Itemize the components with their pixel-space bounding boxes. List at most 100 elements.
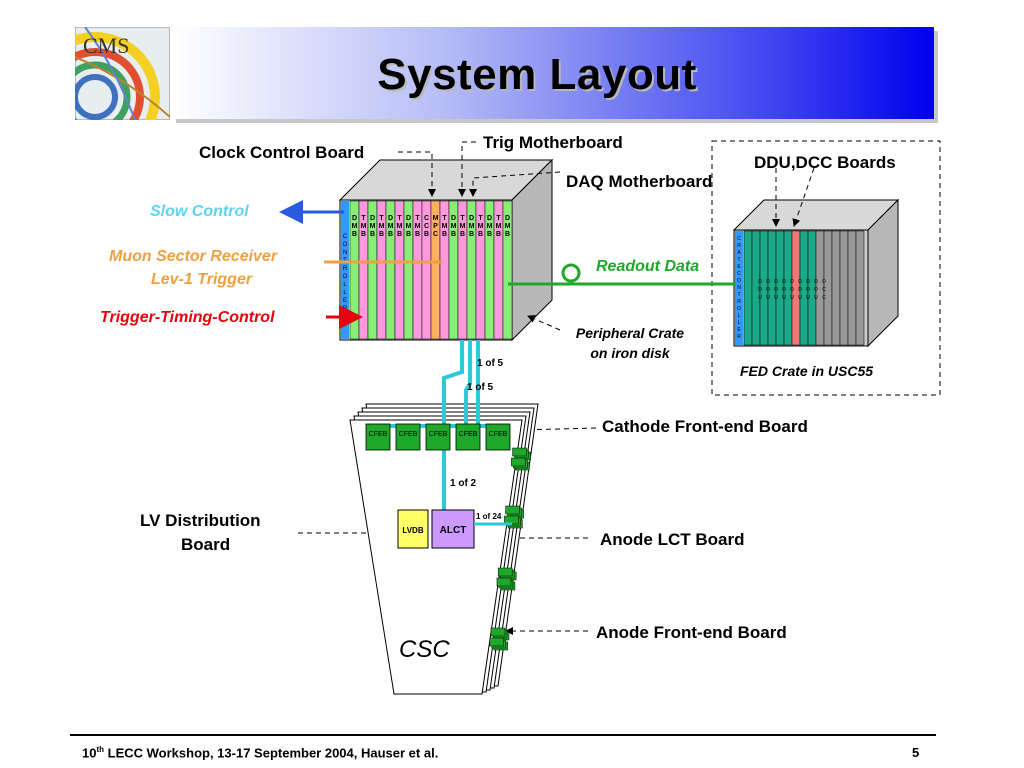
crate-slot-letter: B: [361, 231, 366, 238]
fed-controller-letter: E: [737, 327, 741, 333]
controller-letter: O: [343, 274, 348, 280]
crate-slot-letter: M: [379, 223, 385, 230]
crate-slot-letter: T: [442, 215, 447, 222]
crate-slot-letter: B: [451, 231, 456, 238]
crate-slot-letter: M: [370, 223, 376, 230]
crate-slot-letter: M: [442, 223, 448, 230]
crate-slot-letter: M: [469, 223, 475, 230]
fed-slot-letter: D: [758, 287, 762, 293]
crate-slot-letter: B: [352, 231, 357, 238]
crate-slot-letter: P: [433, 223, 438, 230]
cathode-frontend-label: Cathode Front-end Board: [602, 417, 808, 436]
cms-logo: CMS: [75, 27, 170, 120]
footer-divider: [70, 734, 936, 736]
afeb-group: [489, 447, 531, 651]
one-of-2-label: 1 of 2: [450, 478, 477, 489]
crate-slot-letter: M: [460, 223, 466, 230]
fed-slot-letter: D: [798, 287, 802, 293]
fed-controller-letter: R: [737, 334, 741, 340]
one-of-5-a-label: 1 of 5: [477, 358, 504, 369]
fed-slot-letter: D: [814, 279, 818, 285]
fed-slot-letter: D: [766, 287, 770, 293]
fed-controller-letter: O: [737, 306, 741, 312]
alct-board: [431, 509, 475, 549]
crate-slot-letter: M: [496, 223, 502, 230]
fed-crate-label: FED Crate in USC55: [740, 363, 874, 379]
cfeb-label: CFEB: [459, 431, 478, 438]
crate-slot-letter: B: [388, 231, 393, 238]
fed-slot-letter: C: [822, 295, 826, 301]
readout-connector-icon: [561, 263, 581, 283]
peripheral-crate: DMBTMBDMBTMBDMBTMBDMBTMBCCBMPCTMBDMBTMBD…: [338, 158, 554, 342]
crate-slot-letter: B: [424, 231, 429, 238]
ttc-label: Trigger-Timing-Control: [100, 309, 275, 326]
fed-slot: [847, 230, 857, 346]
crate-slot-letter: B: [478, 231, 483, 238]
crate-slot-letter: M: [406, 223, 412, 230]
crate-slot-letter: T: [397, 215, 402, 222]
daq-motherboard-label: DAQ Motherboard: [566, 172, 713, 191]
crate-slot-letter: D: [451, 215, 456, 222]
fed-controller-letter: R: [737, 299, 741, 305]
crate-slot-letter: M: [478, 223, 484, 230]
fed-slot-letter: D: [782, 287, 786, 293]
lv-distribution-label-1: LV Distribution: [140, 511, 261, 530]
fed-slot-letter: U: [814, 295, 818, 301]
crate-slot-letter: M: [433, 215, 439, 222]
fed-slots: DDUDDUDDUDDUDDUDDUDDUDDUDCCCRATECONTROLL…: [737, 230, 865, 346]
fed-controller-letter: N: [737, 285, 741, 291]
cms-logo-text: CMS: [83, 33, 129, 58]
crate-slot-letter: B: [379, 231, 384, 238]
fed-slot-letter: C: [822, 287, 826, 293]
fed-slot-letter: U: [782, 295, 786, 301]
fed-slot-letter: U: [790, 295, 794, 301]
crate-slot-letter: B: [460, 231, 465, 238]
anode-frontend-label: Anode Front-end Board: [596, 623, 787, 642]
fed-controller-letter: C: [737, 236, 741, 242]
one-of-24-label: 1 of 24: [476, 512, 502, 521]
footer-text: 10th LECC Workshop, 13-17 September 2004…: [82, 745, 439, 761]
fed-slot-letter: U: [806, 295, 810, 301]
crate-slot-letter: B: [487, 231, 492, 238]
crate-slot-letter: M: [352, 223, 358, 230]
crate-slot-letter: D: [406, 215, 411, 222]
cfeb-board: [425, 423, 451, 451]
crate-slot-letter: B: [505, 231, 510, 238]
crate-slot-letter: M: [487, 223, 493, 230]
page-number: 5: [912, 745, 920, 760]
crate-slot-letter: B: [406, 231, 411, 238]
cfeb-board: [485, 423, 511, 451]
crate-slot-letter: M: [415, 223, 421, 230]
crate-slot-letter: D: [469, 215, 474, 222]
crate-slot-letter: D: [487, 215, 492, 222]
title-banner: [172, 27, 934, 119]
readout-data-label: Readout Data: [596, 258, 700, 275]
crate-slot-letter: D: [505, 215, 510, 222]
cfeb-label: CFEB: [429, 431, 448, 438]
cfeb-board: [455, 423, 481, 451]
controller-letter: O: [343, 242, 348, 248]
anode-lct-label: Anode LCT Board: [600, 530, 745, 549]
fed-controller-letter: C: [737, 271, 741, 277]
csc-label: CSC: [399, 636, 450, 663]
controller-letter: R: [343, 266, 348, 272]
controller-letter: L: [343, 282, 347, 288]
fed-controller-letter: E: [737, 264, 741, 270]
fed-slot: [855, 230, 865, 346]
crate-slot-letter: B: [469, 231, 474, 238]
alct-label: ALCT: [440, 525, 467, 536]
ddu-dcc-label: DDU,DCC Boards: [754, 153, 896, 172]
controller-letter: C: [343, 234, 348, 240]
clock-control-board-label: Clock Control Board: [199, 143, 365, 162]
crate-slot-letter: D: [388, 215, 393, 222]
crate-slot-letter: T: [379, 215, 384, 222]
muon-sector-label: Muon Sector Receiver: [109, 248, 278, 265]
fed-slot-letter: D: [806, 287, 810, 293]
crate-slot-letter: T: [478, 215, 483, 222]
fed-crate: DDUDDUDDUDDUDDUDDUDDUDDUDCCCRATECONTROLL…: [732, 198, 900, 348]
crate-slot-letter: D: [370, 215, 375, 222]
cfeb-label: CFEB: [369, 431, 388, 438]
afeb-connector: [511, 457, 526, 467]
